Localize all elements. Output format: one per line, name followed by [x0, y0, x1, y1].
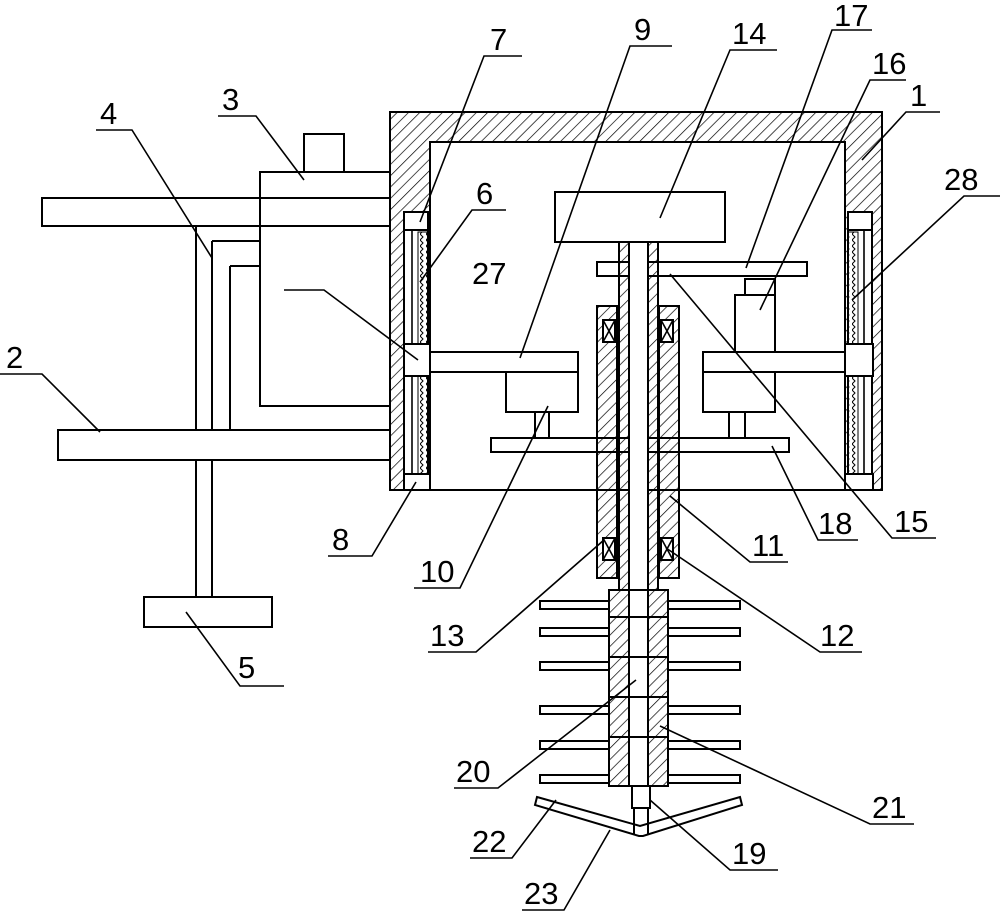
label-14: 14: [732, 16, 766, 51]
label-18: 18: [818, 506, 852, 541]
left-rack-assembly: [403, 211, 431, 491]
slider-mid-right: [844, 343, 874, 377]
right-rack-assembly: [844, 211, 874, 491]
label-28: 28: [944, 162, 978, 197]
label-22: 22: [472, 824, 506, 859]
label-4: 4: [100, 96, 117, 131]
label-9: 9: [634, 12, 651, 47]
label-6: 6: [476, 176, 493, 211]
label-13: 13: [430, 618, 464, 653]
label-27: 27: [472, 256, 506, 291]
external-frame: [41, 133, 391, 628]
label-21: 21: [872, 790, 906, 825]
label-10: 10: [420, 554, 454, 589]
slider-top-left: [403, 211, 429, 231]
label-2: 2: [6, 340, 23, 375]
stirring-head: [533, 589, 744, 837]
label-11: 11: [752, 528, 784, 563]
label-17: 17: [834, 0, 868, 33]
label-1: 1: [910, 78, 927, 113]
label-16: 16: [872, 46, 906, 81]
label-19: 19: [732, 836, 766, 871]
label-7: 7: [490, 22, 507, 57]
label-23: 23: [524, 876, 558, 911]
part-labels: 1 2 3 4 5 6 7 8 9 10 11 12 13 14 15 16 1…: [6, 0, 978, 911]
label-12: 12: [820, 618, 854, 653]
label-3: 3: [222, 82, 239, 117]
leader-lines: [0, 29, 1000, 911]
label-20: 20: [456, 754, 490, 789]
bearing-marks: [602, 319, 674, 561]
internal-drive: [429, 191, 846, 783]
label-8: 8: [332, 522, 349, 557]
label-5: 5: [238, 650, 255, 685]
label-15: 15: [894, 504, 928, 539]
